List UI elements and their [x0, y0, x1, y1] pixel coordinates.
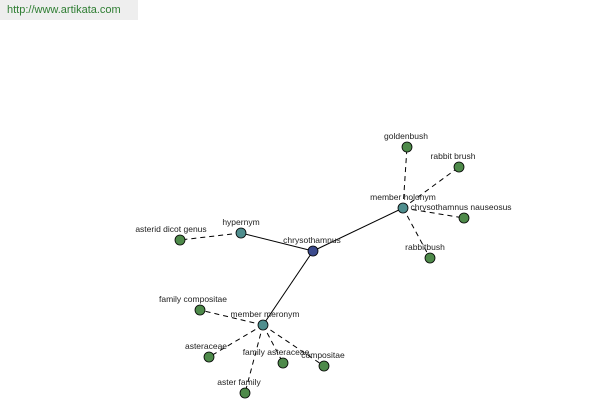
- node-chrysothamnus[interactable]: [307, 245, 319, 257]
- edge-member-holonym-to-rabbit-brush: [402, 166, 460, 209]
- graph-nodes: [174, 141, 470, 399]
- edge-member-meronym-to-family-compositae: [199, 309, 264, 326]
- node-label-rabbitbush[interactable]: rabbitbush: [405, 242, 445, 252]
- node-label-rabbit-brush[interactable]: rabbit brush: [431, 151, 476, 161]
- node-member-meronym[interactable]: [257, 319, 269, 331]
- node-family-compositae[interactable]: [194, 304, 206, 316]
- graph-edges: [179, 146, 465, 394]
- edge-member-holonym-to-chrysothamnus-nauseosus: [402, 207, 465, 219]
- node-asterid-dicot-genus[interactable]: [174, 234, 186, 246]
- edge-hypernym-to-asterid-dicot-genus: [179, 232, 242, 241]
- node-label-goldenbush[interactable]: goldenbush: [384, 131, 428, 141]
- node-label-chrysothamnus[interactable]: chrysothamnus: [283, 235, 341, 245]
- edge-member-holonym-to-rabbitbush: [402, 207, 431, 259]
- edge-member-holonym-to-goldenbush: [402, 146, 408, 209]
- node-label-family-asteraceae[interactable]: family asteraceae: [243, 347, 310, 357]
- node-label-member-holonym[interactable]: member holonym: [370, 192, 436, 202]
- edge-chrysothamnus-to-hypernym: [240, 232, 314, 252]
- node-rabbitbush[interactable]: [424, 252, 436, 264]
- edge-chrysothamnus-to-member-meronym: [262, 250, 314, 326]
- node-label-compositae[interactable]: compositae: [301, 350, 345, 360]
- node-label-hypernym[interactable]: hypernym: [222, 217, 259, 227]
- url-banner: http://www.artikata.com: [0, 0, 138, 20]
- node-label-asteraceae[interactable]: asteraceae: [185, 341, 227, 351]
- node-aster-family[interactable]: [239, 387, 251, 399]
- node-member-holonym[interactable]: [397, 202, 409, 214]
- node-family-asteraceae[interactable]: [277, 357, 289, 369]
- node-label-asterid-dicot-genus[interactable]: asterid dicot genus: [135, 224, 206, 234]
- site-url-link[interactable]: http://www.artikata.com: [7, 4, 121, 16]
- edge-member-meronym-to-family-asteraceae: [262, 324, 284, 364]
- edge-member-meronym-to-asteraceae: [208, 324, 264, 358]
- node-hypernym[interactable]: [235, 227, 247, 239]
- edge-chrysothamnus-to-member-holonym: [312, 207, 404, 252]
- graph-labels: chrysothamnus hypernym member holonym membe…: [135, 131, 511, 387]
- node-asteraceae[interactable]: [203, 351, 215, 363]
- node-compositae[interactable]: [318, 360, 330, 372]
- node-label-member-meronym[interactable]: member meronym: [231, 309, 300, 319]
- node-chrysothamnus-nauseosus[interactable]: [458, 212, 470, 224]
- node-rabbit-brush[interactable]: [453, 161, 465, 173]
- node-label-chrysothamnus-nauseosus[interactable]: chrysothamnus nauseosus: [410, 202, 511, 212]
- node-label-family-compositae[interactable]: family compositae: [159, 294, 227, 304]
- node-goldenbush[interactable]: [401, 141, 413, 153]
- edge-member-meronym-to-compositae: [262, 324, 325, 367]
- node-label-aster-family[interactable]: aster family: [217, 377, 261, 387]
- edge-member-meronym-to-aster-family: [244, 324, 264, 394]
